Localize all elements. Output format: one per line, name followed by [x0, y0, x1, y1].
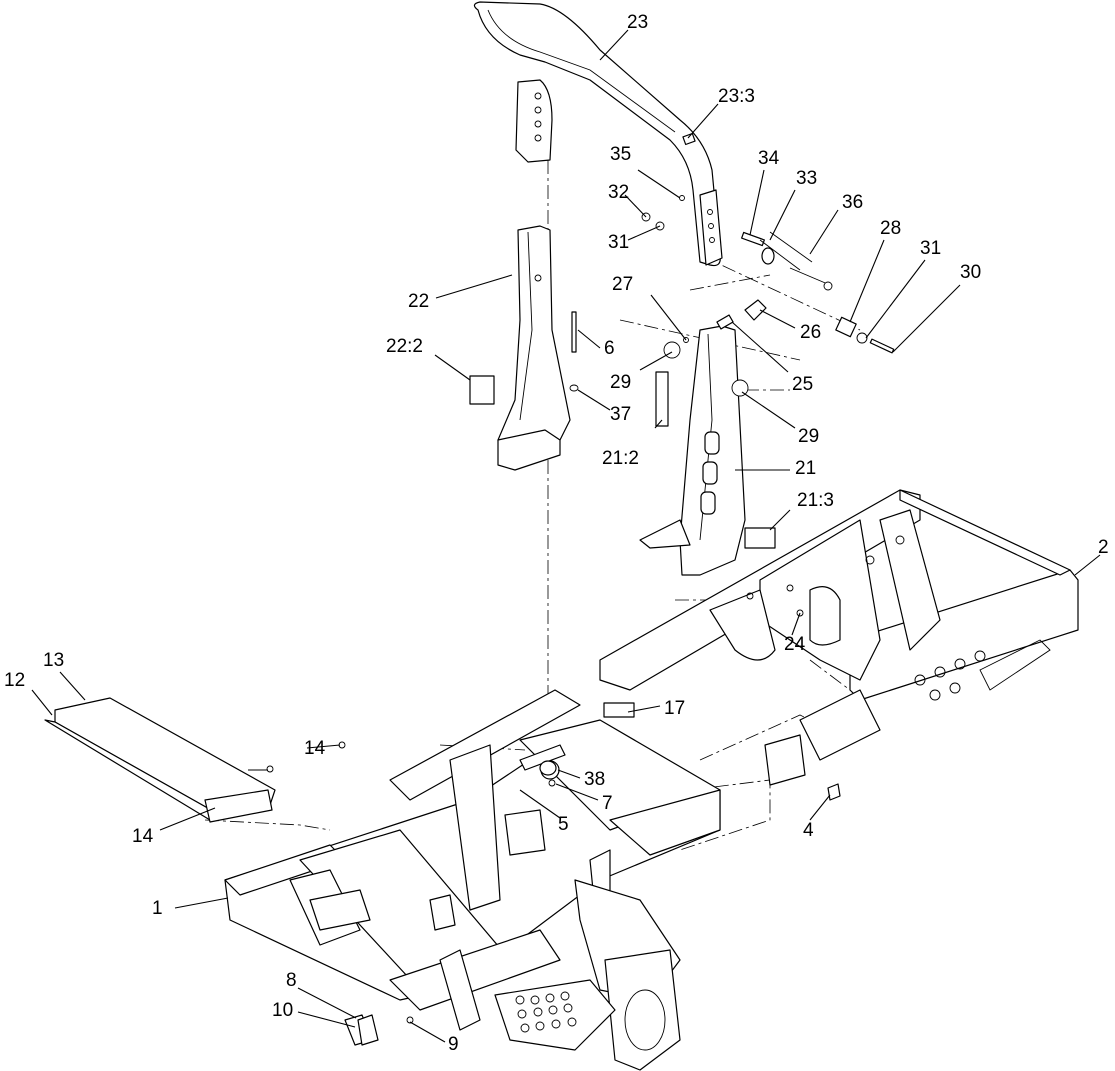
- left-rops-upright: [469, 225, 571, 471]
- callout-14-top: 14: [304, 738, 326, 759]
- callout-27: 27: [612, 274, 633, 295]
- bolt-6: [569, 311, 579, 392]
- callout-21-2: 21:2: [602, 448, 639, 469]
- callout-9: 9: [448, 1034, 459, 1055]
- callout-30: 30: [960, 262, 981, 283]
- leader-lines: [31, 29, 1101, 1043]
- callout-33: 33: [796, 168, 817, 189]
- callout-23: 23: [627, 12, 648, 33]
- right-rops-upright: [639, 325, 776, 576]
- callout-7: 7: [602, 793, 613, 814]
- callout-8: 8: [286, 970, 297, 991]
- callout-34: 34: [758, 148, 780, 169]
- callout-26: 26: [800, 322, 821, 343]
- callout-37: 37: [610, 404, 631, 425]
- left-panel-12-13: [44, 697, 276, 823]
- callout-17: 17: [664, 698, 685, 719]
- callout-13: 13: [43, 650, 64, 671]
- callout-22-2: 22:2: [386, 336, 423, 357]
- callout-35: 35: [610, 144, 631, 165]
- callout-5: 5: [558, 814, 569, 835]
- callout-23-3: 23:3: [718, 86, 755, 107]
- callout-labels: 23 23:3 35 34 33 32 36 31 28 31 30 27 22…: [4, 12, 1109, 1055]
- callout-24: 24: [784, 634, 806, 655]
- callout-4: 4: [803, 820, 814, 841]
- callout-14-bottom: 14: [132, 826, 154, 847]
- callout-28: 28: [880, 218, 901, 239]
- callout-21-3: 21:3: [797, 490, 834, 511]
- callout-29-left: 29: [610, 372, 631, 393]
- callout-6: 6: [604, 338, 615, 359]
- callout-25: 25: [792, 374, 813, 395]
- callout-10: 10: [272, 1000, 293, 1021]
- callout-36: 36: [842, 192, 863, 213]
- callout-22: 22: [408, 291, 429, 312]
- main-frame: [224, 689, 721, 1071]
- callout-12: 12: [4, 670, 25, 691]
- callout-38: 38: [584, 769, 605, 790]
- callout-2: 2: [1098, 537, 1109, 558]
- callout-21: 21: [795, 458, 816, 479]
- callout-31-right: 31: [920, 238, 941, 259]
- callout-29-right: 29: [798, 426, 819, 447]
- callout-31-left: 31: [608, 232, 629, 253]
- callout-32: 32: [608, 182, 629, 203]
- rear-frame: [599, 489, 1079, 761]
- rops-top-hoop: [473, 1, 723, 267]
- callout-1: 1: [152, 898, 163, 919]
